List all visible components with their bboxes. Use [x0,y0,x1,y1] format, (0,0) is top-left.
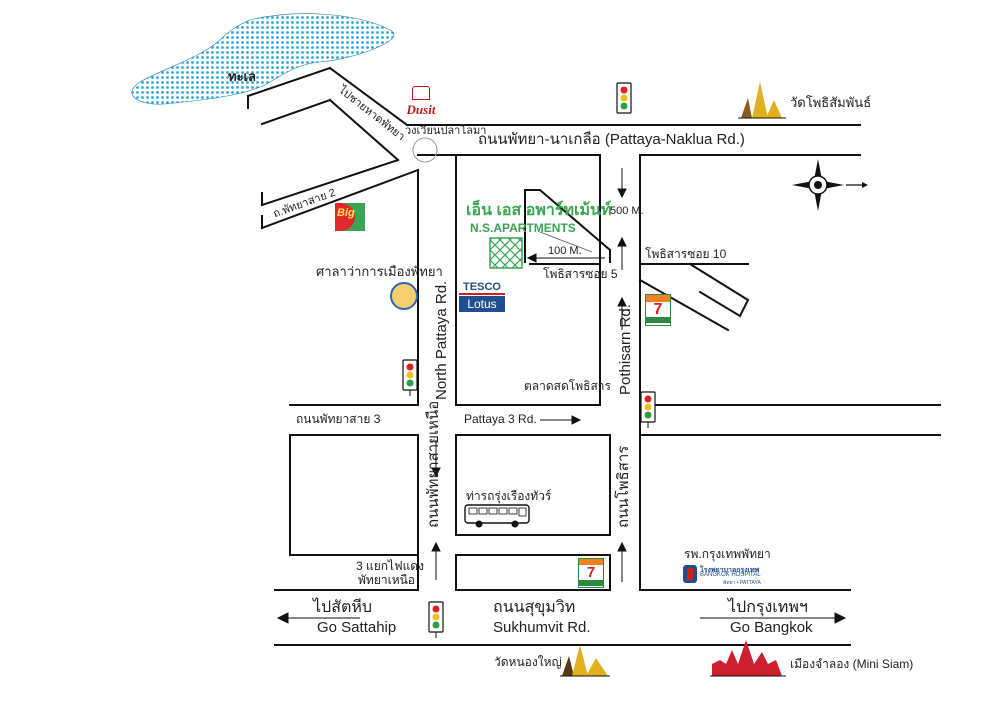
go-bangkok-english: Go Bangkok [730,619,813,636]
traffic-light-icon [428,601,444,638]
bangkok-hospital-logo: โรงพยาบาลกรุงเทพ BANGKOK HOSPITAL พัทยา … [683,565,773,586]
city-hall-label: ศาลาว่าการเมืองพัทยา [316,264,443,279]
tesco-lotus-logo: TESCO Lotus [459,281,505,312]
bangkok-hospital-label: รพ.กรุงเทพพัทยา [684,547,771,561]
distance-100m: 100 M. [548,245,582,257]
apartment-name-thai: เอ็น เอส อพาร์ทเม้นท์ [466,202,612,219]
pattaya-3-road-th: ถนนพัทยาสาย 3 [296,412,381,426]
temple-icon [738,82,786,119]
compass-rose-icon [792,159,868,211]
sukhumvit-road-english: Sukhumvit Rd. [493,619,591,636]
dolphin-circle-label: วงเวียนปลาโลมา [405,125,487,137]
sea-label: ทะเล [228,69,256,84]
traffic-light-icon [640,391,656,428]
go-sattahip-english: Go Sattahip [317,619,397,636]
seven-eleven-logo: 7 [578,558,604,588]
city-hall-seal [390,282,418,310]
sea-area [131,13,394,105]
apartment-name-english: N.S.APARTMENTS [470,221,576,235]
bus-icon [464,504,530,528]
sukhumvit-road-thai: ถนนสุขุมวิท [493,599,576,616]
potisarn-soi-10-label: โพธิสารซอย 10 [645,247,727,261]
junction-label-line-1: 3 แยกไฟแดง [356,559,424,573]
distance-500m: 500 M. [610,205,644,217]
dusit-logo: Dusit [402,86,440,118]
temple-potisampan-label: วัดโพธิสัมพันธ์ [790,95,872,110]
fresh-market-label: ตลาดสดโพธิสาร [524,379,611,393]
naklua-road-label: ถนนพัทยา-นาเกลือ (Pattaya-Naklua Rd.) [478,131,745,148]
mini-siam-icon [710,640,786,677]
mini-siam-label: เมืองจำลอง (Mini Siam) [790,657,914,671]
junction-label-line-2: พัทยาเหนือ [358,573,416,587]
temple-nongyai-label: วัดหนองใหญ่ [494,655,562,669]
bus-terminal-label: ท่ารถรุ่งเรืองทัวร์ [466,489,552,503]
traffic-light-icon [402,359,418,396]
go-bangkok-thai: ไปกรุงเทพฯ [728,599,808,616]
north-pattaya-road-th: ถนนพัทยาสายเหนือ [425,400,442,528]
apartment-building [489,237,523,269]
pattaya-3-road-en: Pattaya 3 Rd. [464,412,537,426]
pothisarn-road-en: Pothisarn Rd. [617,304,634,395]
potisarn-soi-5-label: โพธิสารซอย 5 [543,267,618,281]
big-c-logo: Big [335,203,365,231]
go-sattahip-thai: ไปสัตหีบ [313,599,373,616]
temple-icon [560,645,610,677]
north-pattaya-road-en: North Pattaya Rd. [433,280,450,400]
dolphin-circle [412,137,438,163]
traffic-light-icon [616,82,632,114]
seven-eleven-logo: 7 [645,294,671,326]
pothisarn-road-th: ถนนโพธิสาร [615,445,632,528]
